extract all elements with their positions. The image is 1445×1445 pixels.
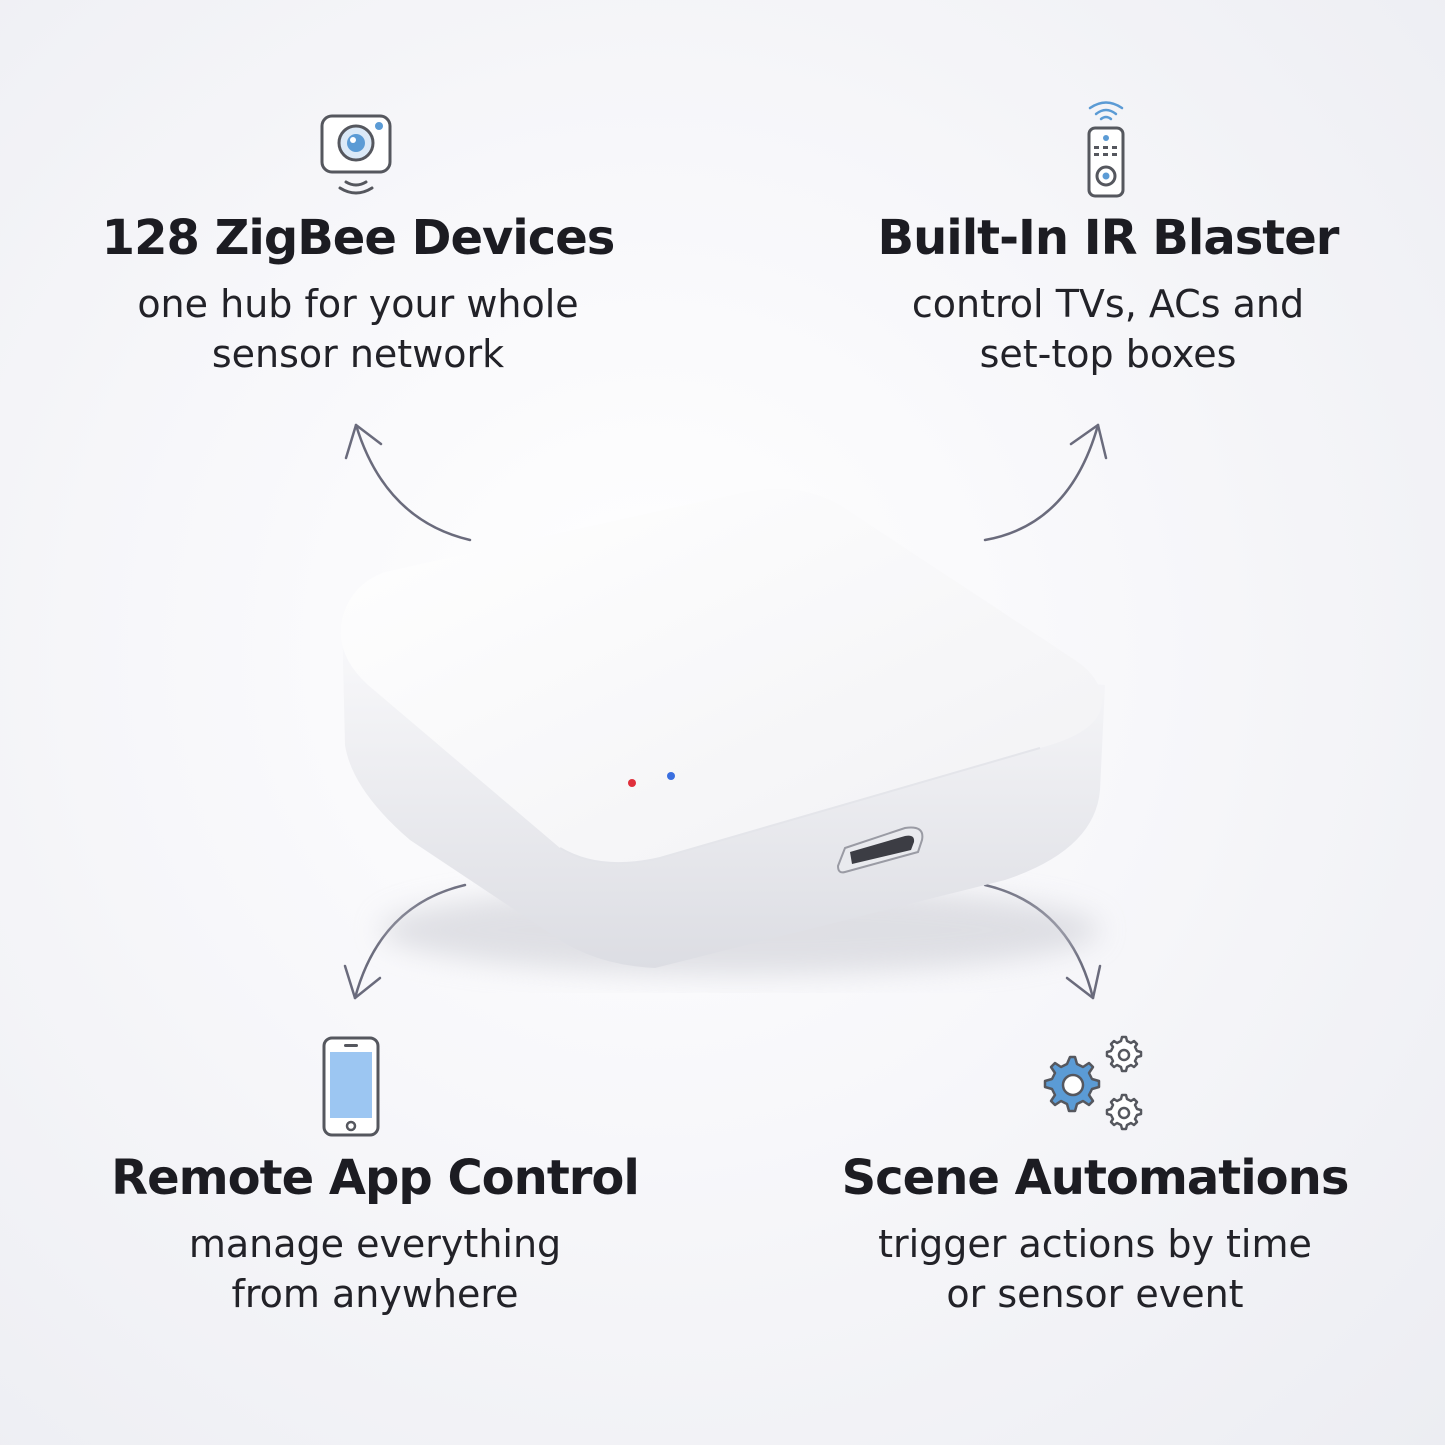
feature-desc: one hub for your whole sensor network [60, 279, 656, 379]
remote-control-icon [1087, 101, 1125, 198]
feature-title: 128 ZigBee Devices [101, 210, 616, 266]
usb-port [836, 826, 924, 874]
desc-line: trigger actions by time [878, 1221, 1312, 1266]
feature-title: Remote App Control [111, 1150, 640, 1206]
desc-line: control TVs, ACs and [911, 281, 1305, 326]
feature-desc: manage everything from anywhere [60, 1219, 690, 1319]
desc-line: manage everything [188, 1221, 562, 1266]
hub-top [340, 488, 1102, 864]
feature-desc: control TVs, ACs and set-top boxes [830, 279, 1386, 379]
feature-desc: trigger actions by time or sensor event [790, 1219, 1400, 1319]
arrow-top-left [344, 423, 472, 542]
smartphone-icon [322, 1036, 380, 1137]
desc-line: set-top boxes [979, 331, 1237, 376]
camera-sensor-icon [320, 114, 392, 195]
desc-line: one hub for your whole [137, 281, 579, 326]
led-blue [667, 772, 675, 780]
arrow-top-right [983, 423, 1108, 542]
feature-scene-automations: Scene Automations trigger actions by tim… [790, 1152, 1400, 1319]
feature-title: Built-In IR Blaster [877, 210, 1340, 266]
gears-icon [1043, 1035, 1143, 1131]
desc-line: sensor network [211, 331, 505, 376]
feature-remote-app: Remote App Control manage everything fro… [60, 1152, 690, 1319]
led-red [628, 779, 636, 787]
feature-zigbee: 128 ZigBee Devices one hub for your whol… [60, 212, 656, 379]
desc-line: or sensor event [946, 1271, 1244, 1316]
feature-title: Scene Automations [841, 1150, 1350, 1206]
feature-ir-blaster: Built-In IR Blaster control TVs, ACs and… [830, 212, 1386, 379]
desc-line: from anywhere [231, 1271, 519, 1316]
